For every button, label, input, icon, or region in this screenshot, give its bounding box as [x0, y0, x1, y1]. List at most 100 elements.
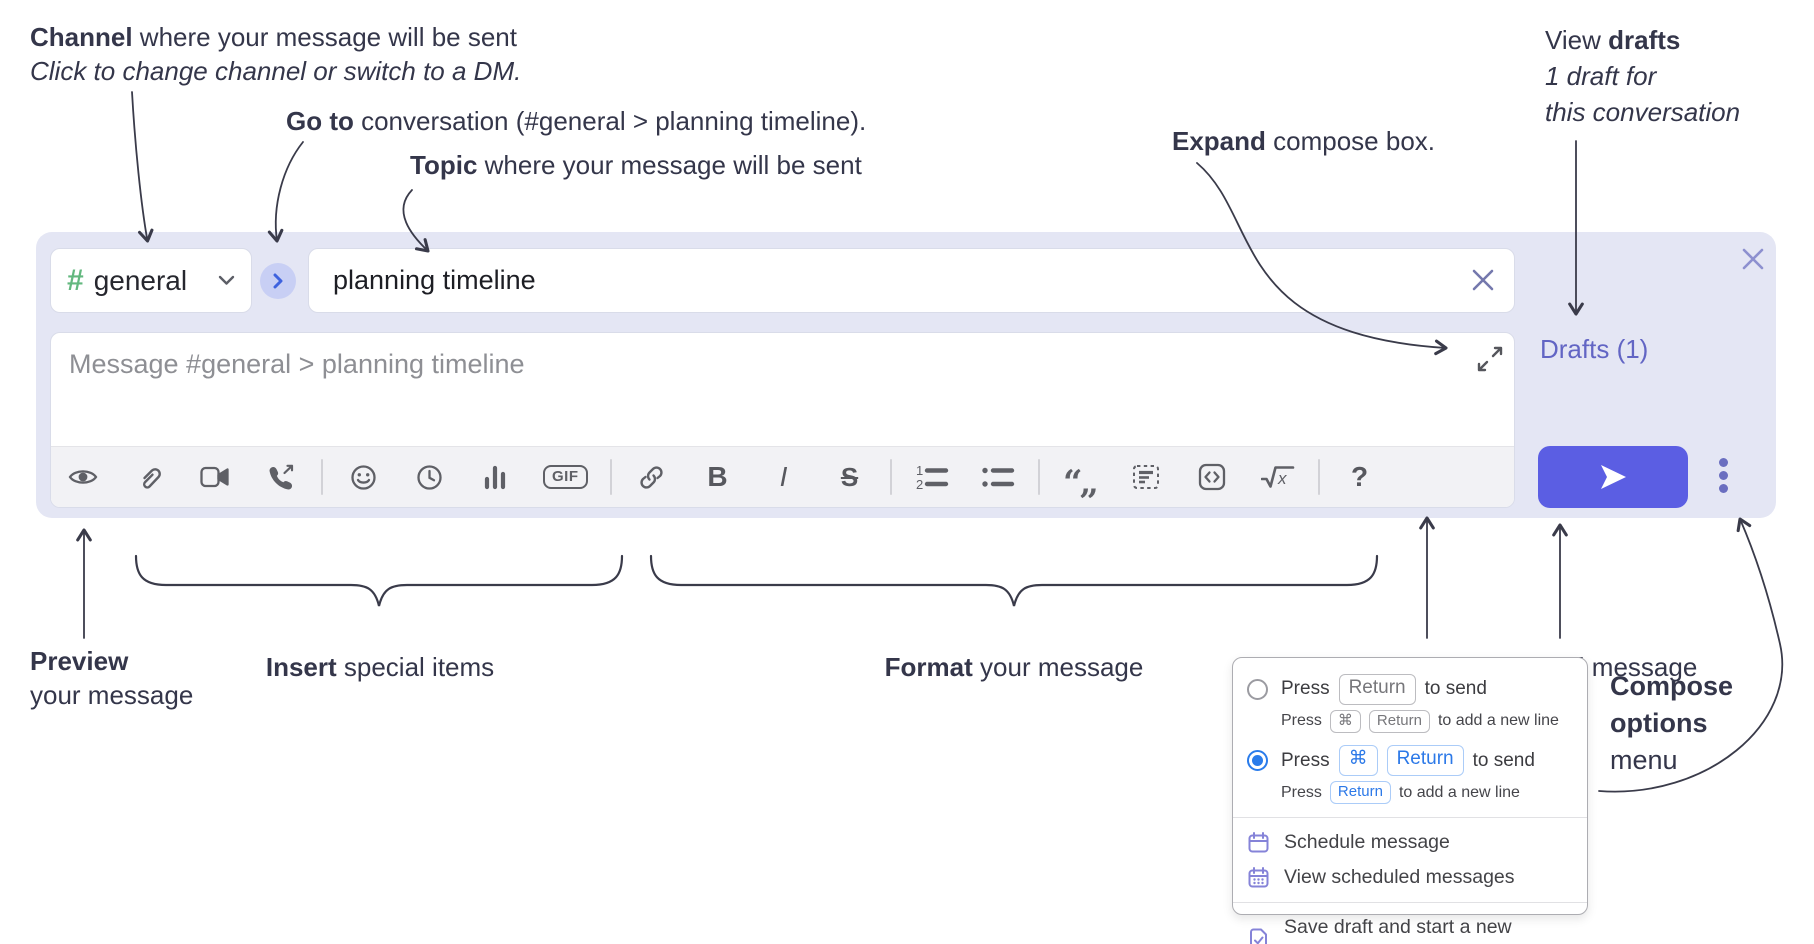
blockquote-icon[interactable]: “„	[1062, 463, 1099, 503]
preview-eye-icon[interactable]	[65, 456, 101, 498]
view-drafts-bold: drafts	[1608, 25, 1681, 55]
goto-pointer-line	[267, 141, 304, 243]
toolbar-divider	[321, 459, 323, 495]
option-cmd-return-to-send[interactable]: Press ⌘ Return to send	[1233, 739, 1587, 776]
menu-item-label: Schedule message	[1284, 831, 1450, 854]
radio-selected-icon[interactable]	[1247, 750, 1268, 772]
return-key-chip: Return	[1338, 674, 1416, 705]
preview-annotation-bold: Preview	[30, 646, 129, 676]
channel-name: general	[93, 264, 188, 296]
message-input[interactable]	[51, 333, 1514, 447]
compose-options-kebab-icon[interactable]	[1710, 458, 1736, 493]
toolbar-divider	[1317, 459, 1320, 495]
compose-options-line1: Compose	[1610, 671, 1734, 701]
format-brace	[649, 554, 1379, 607]
goto-annotation-rest: conversation (#general > planning timeli…	[353, 106, 867, 136]
channel-annotation: Channel where your message will be sent …	[30, 20, 521, 88]
bulleted-list-icon[interactable]	[980, 456, 1016, 498]
expand-compose-icon[interactable]	[1476, 345, 1504, 373]
return-key-chip: Return	[1368, 709, 1430, 734]
svg-text:2: 2	[916, 477, 923, 491]
calendar-icon	[1248, 832, 1269, 853]
menu-item-view-scheduled[interactable]: View scheduled messages	[1233, 860, 1587, 895]
goto-annotation-bold: Go to	[286, 106, 354, 136]
expand-annotation-bold: Expand	[1172, 126, 1266, 156]
menu-item-save-draft[interactable]: Save draft and start a new message	[1233, 910, 1587, 944]
return-key-chip: Return	[1329, 780, 1391, 805]
recent-clock-icon[interactable]	[411, 456, 447, 498]
insert-annotation: Insert special items	[266, 650, 494, 684]
format-annotation-rest: your message	[972, 652, 1144, 682]
menu-divider	[1233, 902, 1587, 904]
strikethrough-icon[interactable]: S	[840, 461, 859, 492]
insert-annotation-rest: special items	[336, 652, 495, 682]
option-return-subtext: Press ⌘ Return to add a new line	[1233, 705, 1587, 740]
drafts-link[interactable]: Drafts (1)	[1540, 334, 1649, 364]
menu-item-label: View scheduled messages	[1284, 866, 1515, 889]
emoji-icon[interactable]	[345, 456, 381, 498]
option-text: Press	[1281, 749, 1330, 771]
send-plane-icon	[1601, 465, 1626, 489]
format-annotation: Format your message	[885, 650, 1144, 684]
send-button[interactable]	[1538, 446, 1688, 508]
menu-item-schedule-message[interactable]: Schedule message	[1233, 825, 1587, 860]
code-block-icon[interactable]	[1128, 456, 1164, 498]
inline-code-icon[interactable]	[1194, 456, 1230, 498]
channel-annotation-sub: Click to change channel or switch to a D…	[30, 56, 522, 86]
svg-text:x: x	[1277, 469, 1287, 488]
expand-annotation: Expand compose box.	[1172, 124, 1435, 158]
channel-hash-icon: #	[67, 263, 84, 297]
compose-box-panel: # general Drafts (1)	[36, 232, 1776, 518]
toolbar-divider	[1037, 459, 1040, 495]
insert-annotation-bold: Insert	[265, 652, 337, 682]
link-icon[interactable]	[634, 456, 670, 498]
attach-paperclip-icon[interactable]	[131, 456, 167, 498]
menu-divider	[1233, 817, 1587, 819]
formatting-help-icon[interactable]: ?	[1350, 461, 1369, 492]
chevron-down-icon	[218, 275, 235, 286]
menu-item-label: Save draft and start a new message	[1284, 916, 1512, 944]
close-compose-icon[interactable]	[1738, 244, 1768, 274]
topic-annotation-rest: where your message will be sent	[477, 150, 862, 180]
option-return-to-send[interactable]: Press Return to send	[1233, 668, 1587, 705]
channel-selector[interactable]: # general	[50, 248, 252, 313]
view-drafts-line2: 1 draft for	[1545, 61, 1657, 91]
bold-icon[interactable]: B	[707, 461, 728, 492]
message-area	[51, 333, 1514, 447]
message-card: GIF B I S 12 “„	[50, 332, 1515, 508]
option-cmd-return-subtext: Press Return to add a new line	[1233, 776, 1587, 811]
goto-annotation: Go to conversation (#general > planning …	[286, 104, 866, 138]
svg-text:1: 1	[916, 463, 923, 478]
channel-annotation-rest: where your message will be sent	[132, 22, 517, 52]
compose-options-line2: options	[1610, 708, 1708, 738]
view-drafts-pre: View	[1545, 25, 1609, 55]
insert-brace	[134, 554, 624, 607]
topic-input[interactable]	[331, 264, 1458, 297]
audio-call-icon[interactable]	[263, 456, 299, 498]
option-text: to send	[1472, 749, 1535, 771]
compose-options-line3: menu	[1610, 745, 1678, 775]
clear-topic-icon[interactable]	[1470, 267, 1496, 293]
draft-document-icon	[1250, 928, 1267, 944]
return-key-chip: Return	[1386, 745, 1464, 776]
toolbar-divider	[609, 459, 612, 495]
option-text: Press	[1281, 678, 1330, 700]
poll-bar-chart-icon[interactable]	[477, 456, 513, 498]
calendar-grid-icon	[1248, 867, 1269, 888]
topic-annotation-bold: Topic	[410, 150, 478, 180]
cmd-key-chip: ⌘	[1338, 745, 1378, 776]
italic-icon[interactable]: I	[779, 461, 788, 492]
gif-icon[interactable]: GIF	[543, 456, 588, 498]
channel-annotation-bold: Channel	[30, 22, 133, 52]
go-to-conversation-button[interactable]	[260, 263, 296, 299]
video-clip-icon[interactable]	[197, 456, 233, 498]
math-formula-icon[interactable]: x	[1260, 456, 1296, 498]
preview-annotation-line2: your message	[30, 680, 194, 710]
expand-annotation-rest: compose box.	[1265, 126, 1436, 156]
view-drafts-line3: this conversation	[1545, 97, 1741, 127]
radio-unselected-icon[interactable]	[1247, 678, 1268, 700]
format-annotation-bold: Format	[884, 652, 973, 682]
